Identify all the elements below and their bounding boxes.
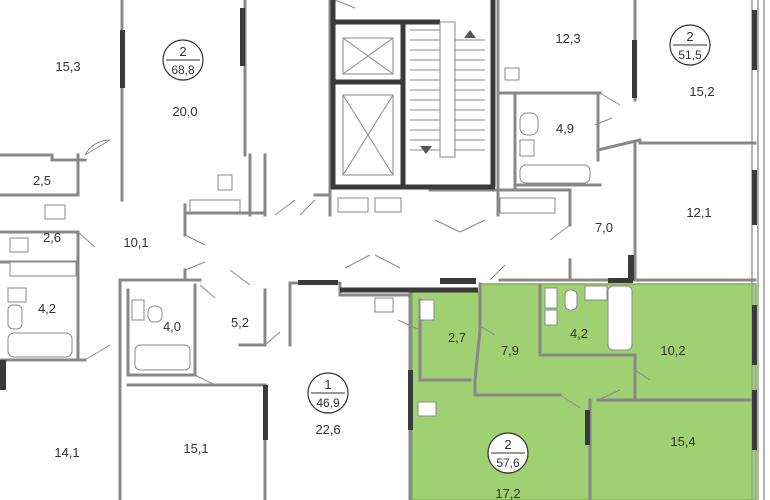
apartment-badge-highlighted[interactable]: 2 57,6 — [487, 432, 529, 474]
room-area-label: 4,9 — [556, 121, 574, 136]
stair-core — [330, 0, 496, 293]
room-area-label: 7,9 — [501, 343, 519, 358]
room-area-label: 17,2 — [495, 486, 520, 500]
apartment-rooms: 2 — [504, 437, 511, 452]
room-area-label: 4,0 — [163, 319, 181, 334]
apartment-area: 57,6 — [496, 456, 520, 470]
highlighted-apartment[interactable] — [411, 283, 757, 500]
apartment-area: 68,8 — [171, 63, 195, 77]
apartment-area: 51,5 — [678, 48, 702, 62]
room-area-label: 10,1 — [123, 235, 148, 250]
apartment-badge-middle[interactable]: 1 46,9 — [307, 372, 349, 414]
apartment-rooms: 1 — [324, 377, 331, 392]
doors — [77, 0, 651, 409]
room-area-label: 20,0 — [172, 104, 197, 119]
room-area-label: 5,2 — [231, 315, 249, 330]
room-labels: 15,3 20,0 12,3 15,2 4,9 2,5 2,6 10,1 7,0… — [33, 31, 715, 500]
window-piers — [0, 8, 757, 450]
room-area-label: 4,2 — [38, 301, 56, 316]
highlighted-apartment-area[interactable] — [411, 283, 757, 500]
apartment-area: 46,9 — [316, 396, 340, 410]
apartment-badge-top-right[interactable]: 2 51,5 — [669, 24, 711, 66]
room-area-label: 10,2 — [660, 343, 685, 358]
room-area-label: 14,1 — [54, 445, 79, 460]
arrow-down-icon — [420, 146, 432, 154]
apartment-rooms: 2 — [179, 44, 186, 59]
room-area-label: 12,1 — [686, 205, 711, 220]
room-area-label: 2,6 — [43, 230, 61, 245]
room-area-label: 4,2 — [570, 326, 588, 341]
room-area-label: 15,3 — [55, 59, 80, 74]
room-area-label: 2,7 — [448, 330, 466, 345]
room-area-label: 15,2 — [689, 84, 714, 99]
arrow-up-icon — [464, 30, 476, 38]
room-area-label: 22,6 — [315, 422, 340, 437]
room-area-label: 15,4 — [670, 434, 695, 449]
room-area-label: 7,0 — [595, 220, 613, 235]
room-area-label: 2,5 — [33, 173, 51, 188]
apartment-rooms: 2 — [686, 29, 693, 44]
apartment-badge-top-left[interactable]: 2 68,8 — [162, 39, 204, 81]
room-area-label: 12,3 — [555, 31, 580, 46]
staircase — [410, 21, 485, 158]
fixtures — [7, 67, 633, 417]
room-area-label: 15,1 — [183, 441, 208, 456]
